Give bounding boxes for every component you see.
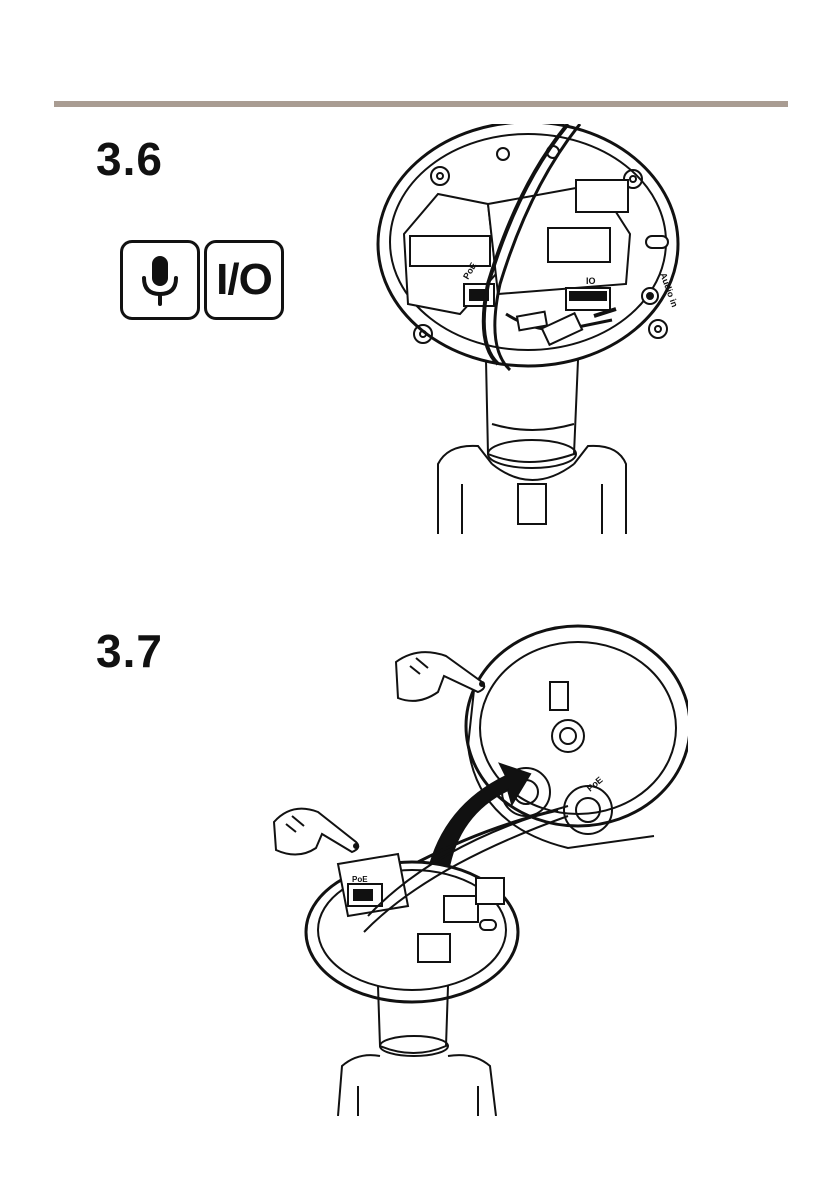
step-number: 3.6 [96,132,163,186]
hand-pointer-left [274,809,358,855]
step-number: 3.7 [96,624,163,678]
rotation-arrow [428,764,530,872]
io-label: I/O [216,255,272,305]
camera-base-connection-illustration: PoE IO Audio in [368,124,698,534]
io-icon: I/O [204,240,284,320]
io-port-label: IO [586,276,596,286]
poe-label-base: PoE [352,875,368,884]
connector-icons: I/O [120,240,284,320]
header-rule [54,101,788,107]
label-sticker [410,236,490,266]
cover-lid [466,626,688,826]
audio-in-label: Audio in [658,271,680,308]
microphone-icon [120,240,200,320]
camera-cover-assembly-illustration: PoE PoE [268,616,688,1116]
